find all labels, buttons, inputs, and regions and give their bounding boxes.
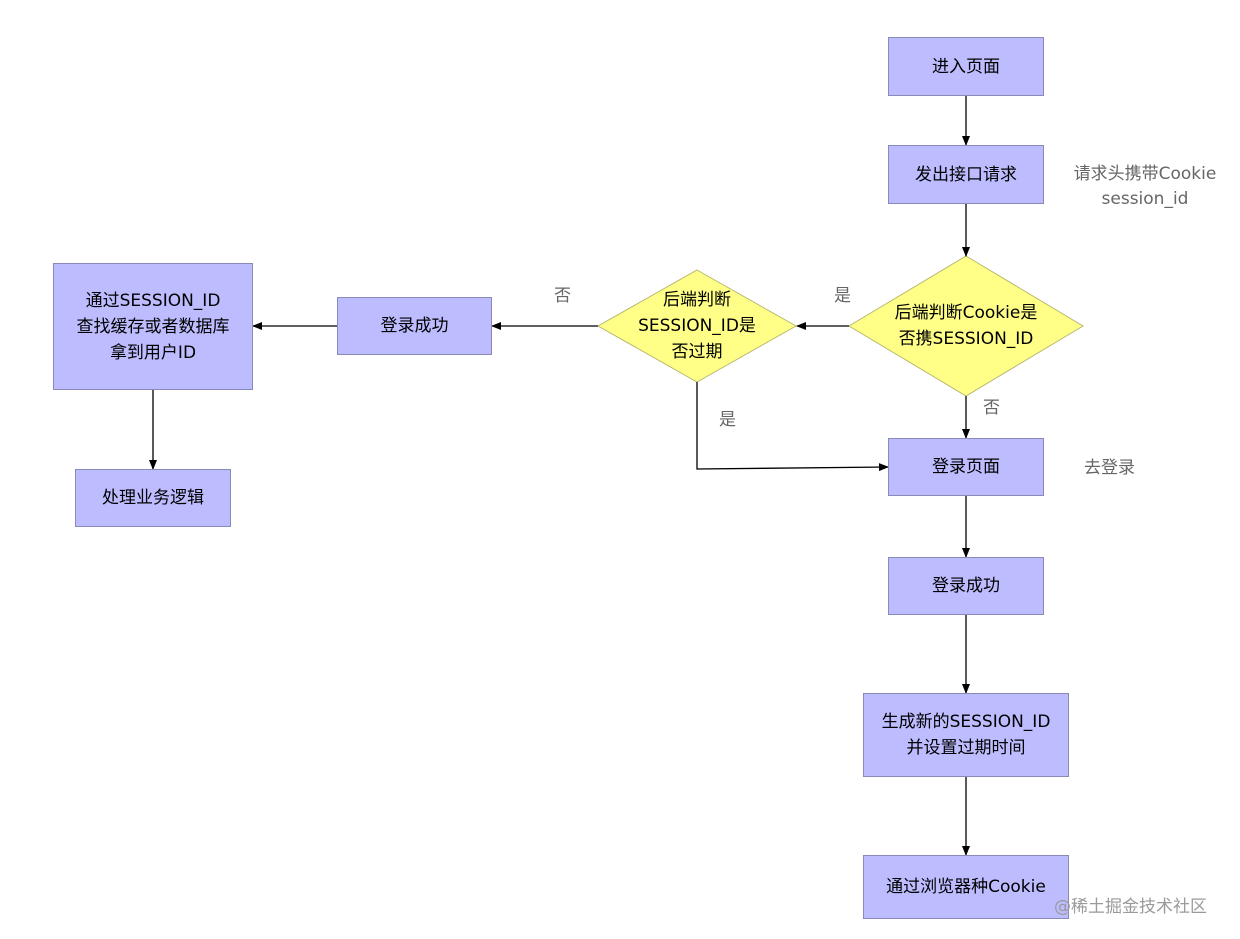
decision-session-expired-text: 后端判断 SESSION_ID是 否过期 xyxy=(638,290,756,362)
box-login-success-left: 登录成功 xyxy=(337,297,492,355)
box-business-logic: 处理业务逻辑 xyxy=(75,469,231,527)
label-no-expired: 否 xyxy=(554,286,571,306)
decision-cookie-has-session-text: 后端判断Cookie是 否携SESSION_ID xyxy=(894,303,1038,349)
label-go-login: 去登录 xyxy=(1084,458,1135,478)
box-login-page: 登录页面 xyxy=(888,438,1044,496)
label-request-note: 请求头携带Cookie session_id xyxy=(1073,164,1217,209)
box-generate-session: 生成新的SESSION_ID 并设置过期时间 xyxy=(863,693,1069,777)
box-login-success-right: 登录成功 xyxy=(888,557,1044,615)
label-yes-has-session: 是 xyxy=(834,286,851,306)
box-lookup-user: 通过SESSION_ID 查找缓存或者数据库 拿到用户ID xyxy=(53,263,253,390)
watermark: @稀土掘金技术社区 xyxy=(1054,897,1207,917)
arrow-expired-yes-to-login-page xyxy=(696,382,889,472)
label-yes-expired: 是 xyxy=(719,410,736,430)
box-enter-page: 进入页面 xyxy=(888,37,1044,96)
label-no-has-session: 否 xyxy=(983,398,1000,418)
box-send-request: 发出接口请求 xyxy=(888,145,1044,204)
box-browser-cookie: 通过浏览器种Cookie xyxy=(863,855,1069,919)
